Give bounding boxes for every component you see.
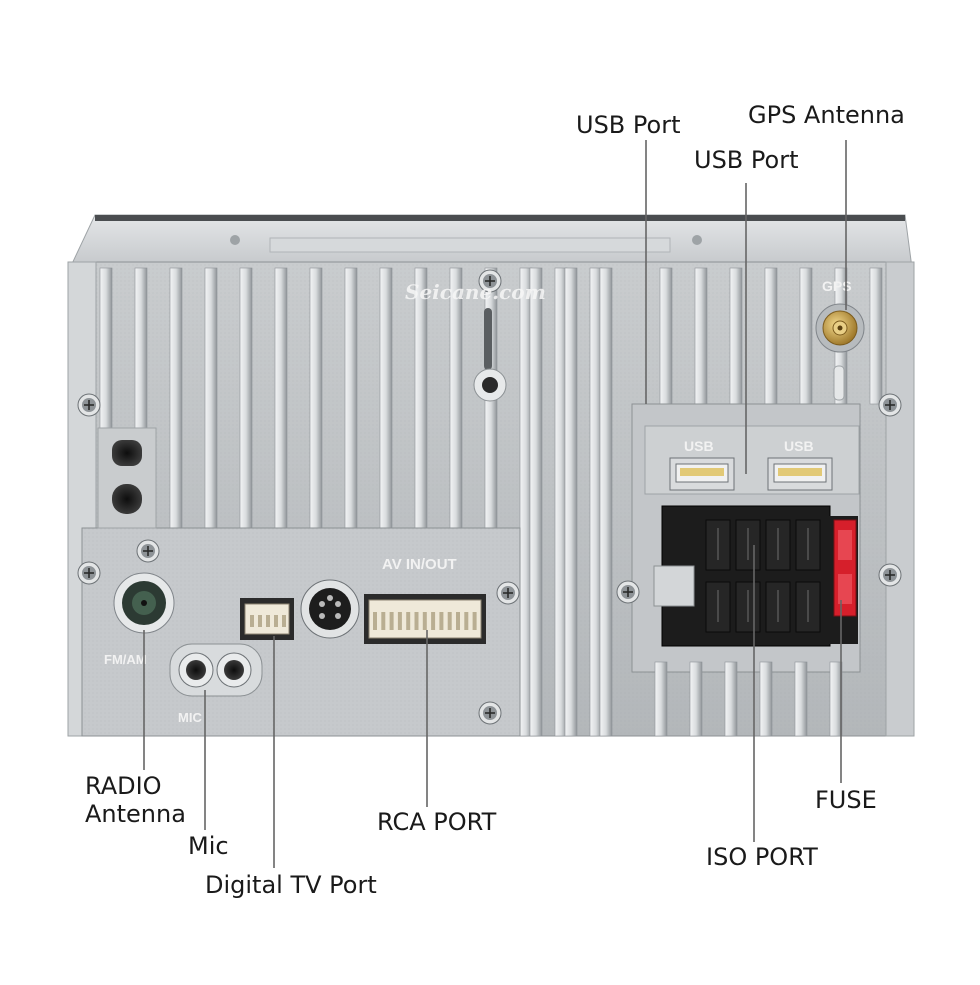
cooling-fin — [869, 267, 883, 405]
screw-icon — [77, 561, 101, 585]
mic-jacks: MIC — [169, 643, 263, 725]
cooling-fin — [829, 661, 843, 737]
cooling-fin — [379, 267, 393, 529]
iso-connector — [653, 505, 831, 647]
usb-right-panel-label: USB — [784, 438, 814, 454]
cooling-fin — [794, 661, 808, 737]
lower-right-fins — [654, 661, 843, 737]
usb-port-icon — [767, 457, 833, 491]
cooling-fin — [694, 267, 708, 405]
mic-panel-label: MIC — [178, 710, 202, 725]
cooling-fin — [449, 267, 463, 529]
cooling-fin — [204, 267, 218, 529]
gps-panel-label: GPS — [822, 278, 852, 294]
screw-icon — [136, 539, 160, 563]
callout-usb-port-1: USB Port — [576, 111, 681, 139]
screw-icon — [878, 393, 902, 417]
gps-connector-icon: GPS — [815, 278, 865, 401]
fm-am-panel-label: FM/AM — [104, 652, 147, 667]
screws — [77, 269, 902, 725]
cooling-fin — [729, 267, 743, 405]
callout-fuse: FUSE — [815, 786, 877, 814]
cooling-fin — [689, 661, 703, 737]
screw-icon — [496, 581, 520, 605]
av-inout-panel-label: AV IN/OUT — [382, 556, 457, 573]
callout-iso-port: ISO PORT — [706, 843, 818, 871]
cooling-fin — [599, 267, 613, 737]
callout-rca-port: RCA PORT — [377, 808, 497, 836]
cooling-fin — [529, 267, 543, 737]
cooling-fin — [659, 267, 673, 405]
mini-din-port — [300, 579, 360, 639]
left-holes — [112, 440, 142, 514]
cooling-fin — [239, 267, 253, 529]
screw-icon — [478, 701, 502, 725]
cooling-fin — [799, 267, 813, 405]
cooling-fins — [99, 267, 883, 737]
callout-usb-port-2: USB Port — [694, 146, 799, 174]
cooling-fin — [309, 267, 323, 529]
callout-radio-antenna: RADIO Antenna — [85, 772, 186, 828]
watermark: Seicane.com — [405, 280, 546, 304]
cooling-fin — [344, 267, 358, 529]
cooling-fin — [759, 661, 773, 737]
screw-icon — [616, 580, 640, 604]
fuse-icon — [828, 516, 858, 644]
usb-port-icon — [669, 457, 735, 491]
cooling-fin — [724, 661, 738, 737]
av-inout-connector: AV IN/OUT — [364, 556, 486, 644]
screw-icon — [878, 563, 902, 587]
callout-gps-antenna: GPS Antenna — [748, 101, 905, 129]
cooling-fin — [169, 267, 183, 529]
cooling-fin — [654, 661, 668, 737]
screw-icon — [478, 269, 502, 293]
cooling-fin — [274, 267, 288, 529]
top-cover — [69, 214, 913, 269]
cooling-fin — [564, 267, 578, 737]
callout-digital-tv-port: Digital TV Port — [205, 871, 377, 899]
usb-left-panel-label: USB — [684, 438, 714, 454]
cooling-fin — [414, 267, 428, 529]
cooling-fin — [764, 267, 778, 405]
callout-mic: Mic — [188, 832, 229, 860]
radio-antenna-socket: FM/AM — [104, 572, 175, 667]
digital-tv-port — [240, 598, 294, 640]
leader-lines — [143, 140, 847, 868]
screw-icon — [77, 393, 101, 417]
release-keyhole — [473, 308, 507, 402]
